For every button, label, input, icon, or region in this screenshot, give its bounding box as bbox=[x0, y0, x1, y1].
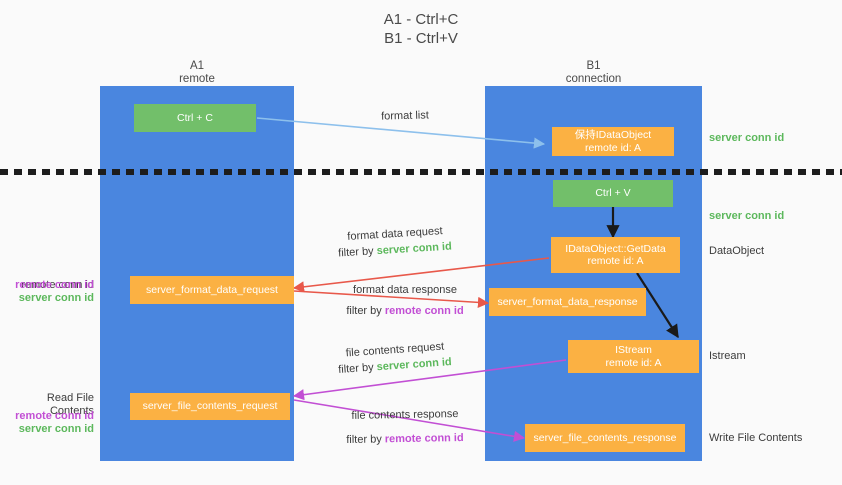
box-server-format-data-response[interactable]: server_format_data_response bbox=[489, 288, 646, 316]
box-istream[interactable]: IStream remote id: A bbox=[568, 340, 699, 373]
box-server-file-contents-request[interactable]: server_file_contents_request bbox=[130, 393, 290, 420]
filter-prefix: filter by bbox=[346, 305, 385, 317]
filter-value: server conn id bbox=[376, 240, 453, 258]
box-ctrl-v[interactable]: Ctrl + V bbox=[553, 180, 673, 207]
label-format-list: format list bbox=[380, 109, 429, 123]
label-format-data-response: format data response bbox=[353, 284, 457, 296]
label-format-remote-conn-id: remote conn id bbox=[21, 279, 94, 291]
label-format-remote-conn-id-text: remote conn id bbox=[15, 279, 94, 291]
label-file-contents-response-filter: filter by remote conn id bbox=[310, 431, 500, 447]
phase-separator bbox=[0, 169, 842, 175]
label-server-conn-id-top: server conn id bbox=[709, 132, 785, 144]
page-title: A1 - Ctrl+C B1 - Ctrl+V bbox=[383, 11, 459, 47]
column-header-a1: A1 remote bbox=[179, 60, 215, 85]
label-file-remote-conn-id: remote conn id bbox=[15, 410, 94, 422]
filter-prefix: filter by bbox=[337, 245, 378, 260]
label-file-contents-response: file contents response bbox=[351, 408, 459, 422]
box-idataobject-hold[interactable]: 保持IDataObject remote id: A bbox=[552, 127, 674, 156]
box-server-file-contents-response[interactable]: server_file_contents_response bbox=[525, 424, 685, 452]
label-write-file-contents: Write File Contents bbox=[709, 432, 803, 444]
filter-value: remote conn id bbox=[384, 305, 464, 317]
box-server-format-data-request[interactable]: server_format_data_request bbox=[130, 276, 294, 304]
filter-value: server conn id bbox=[376, 356, 453, 374]
box-ctrl-c[interactable]: Ctrl + C bbox=[134, 104, 256, 132]
filter-prefix: filter by bbox=[346, 433, 385, 447]
box-idataobject-getdata[interactable]: IDataObject::GetData remote id: A bbox=[551, 237, 680, 273]
label-server-conn-id-mid: server conn id bbox=[709, 210, 785, 222]
label-format-data-response-filter: filter by remote conn id bbox=[310, 305, 500, 318]
label-istream: Istream bbox=[709, 350, 746, 362]
label-file-server-conn-id: server conn id bbox=[18, 423, 94, 435]
label-format-server-conn-id: server conn id bbox=[18, 292, 94, 304]
column-header-b1: B1 connection bbox=[565, 60, 622, 85]
label-dataobject: DataObject bbox=[709, 245, 765, 257]
label-read-file-contents: Read File Contents bbox=[46, 392, 94, 417]
filter-prefix: filter by bbox=[337, 361, 378, 376]
filter-value: remote conn id bbox=[384, 431, 464, 446]
